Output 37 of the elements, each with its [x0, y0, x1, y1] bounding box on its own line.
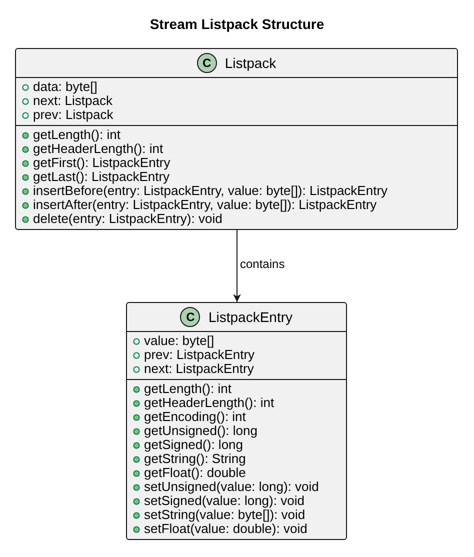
attribute-text: prev: ListpackEntry: [144, 348, 255, 362]
attributes-compartment: [127, 331, 346, 379]
method-text: getEncoding(): int: [144, 410, 246, 424]
method-text: getLast(): ListpackEntry: [33, 170, 170, 184]
methods-compartment: [16, 125, 457, 229]
attribute-text: value: byte[]: [144, 334, 214, 348]
diagram-title: Stream Listpack Structure: [150, 16, 324, 32]
class-box: [15, 48, 458, 230]
class-badge: C: [196, 53, 217, 73]
class-name: ListpackEntry: [208, 309, 293, 325]
method-text: getFirst(): ListpackEntry: [33, 156, 170, 170]
method-text: getFloat(): double: [144, 466, 246, 480]
method-text: insertBefore(entry: ListpackEntry, value: byte[]): ListpackEntry: [33, 184, 388, 198]
method-text: getLength(): int: [144, 382, 232, 396]
method-text: getUnsigned(): long: [144, 424, 258, 438]
method-text: getHeaderLength(): int: [144, 396, 274, 410]
method-text: setString(value: byte[]): void: [144, 508, 306, 522]
attribute-text: next: ListpackEntry: [144, 362, 254, 376]
method-text: setSigned(value: long): void: [144, 494, 304, 508]
method-text: getHeaderLength(): int: [33, 142, 164, 156]
method-text: getSigned(): long: [144, 438, 244, 452]
arrow: [233, 230, 241, 302]
attribute-text: data: byte[]: [33, 80, 98, 94]
method-text: insertAfter(entry: ListpackEntry, value: byte[]): ListpackEntry: [33, 198, 377, 212]
attributes-compartment: [16, 77, 457, 125]
method-text: setFloat(value: double): void: [144, 522, 308, 536]
edge-label: contains: [240, 257, 285, 271]
class-box: [126, 302, 347, 540]
method-text: setUnsigned(value: long): void: [144, 480, 319, 494]
attribute-text: prev: Listpack: [33, 108, 114, 122]
attribute-text: next: Listpack: [33, 94, 112, 108]
method-text: getString(): String: [144, 452, 246, 466]
method-text: getLength(): int: [33, 128, 120, 142]
methods-compartment: [127, 379, 346, 539]
class-badge: C: [180, 307, 200, 327]
method-text: delete(entry: ListpackEntry): void: [33, 212, 222, 226]
class-name: Listpack: [224, 55, 276, 71]
